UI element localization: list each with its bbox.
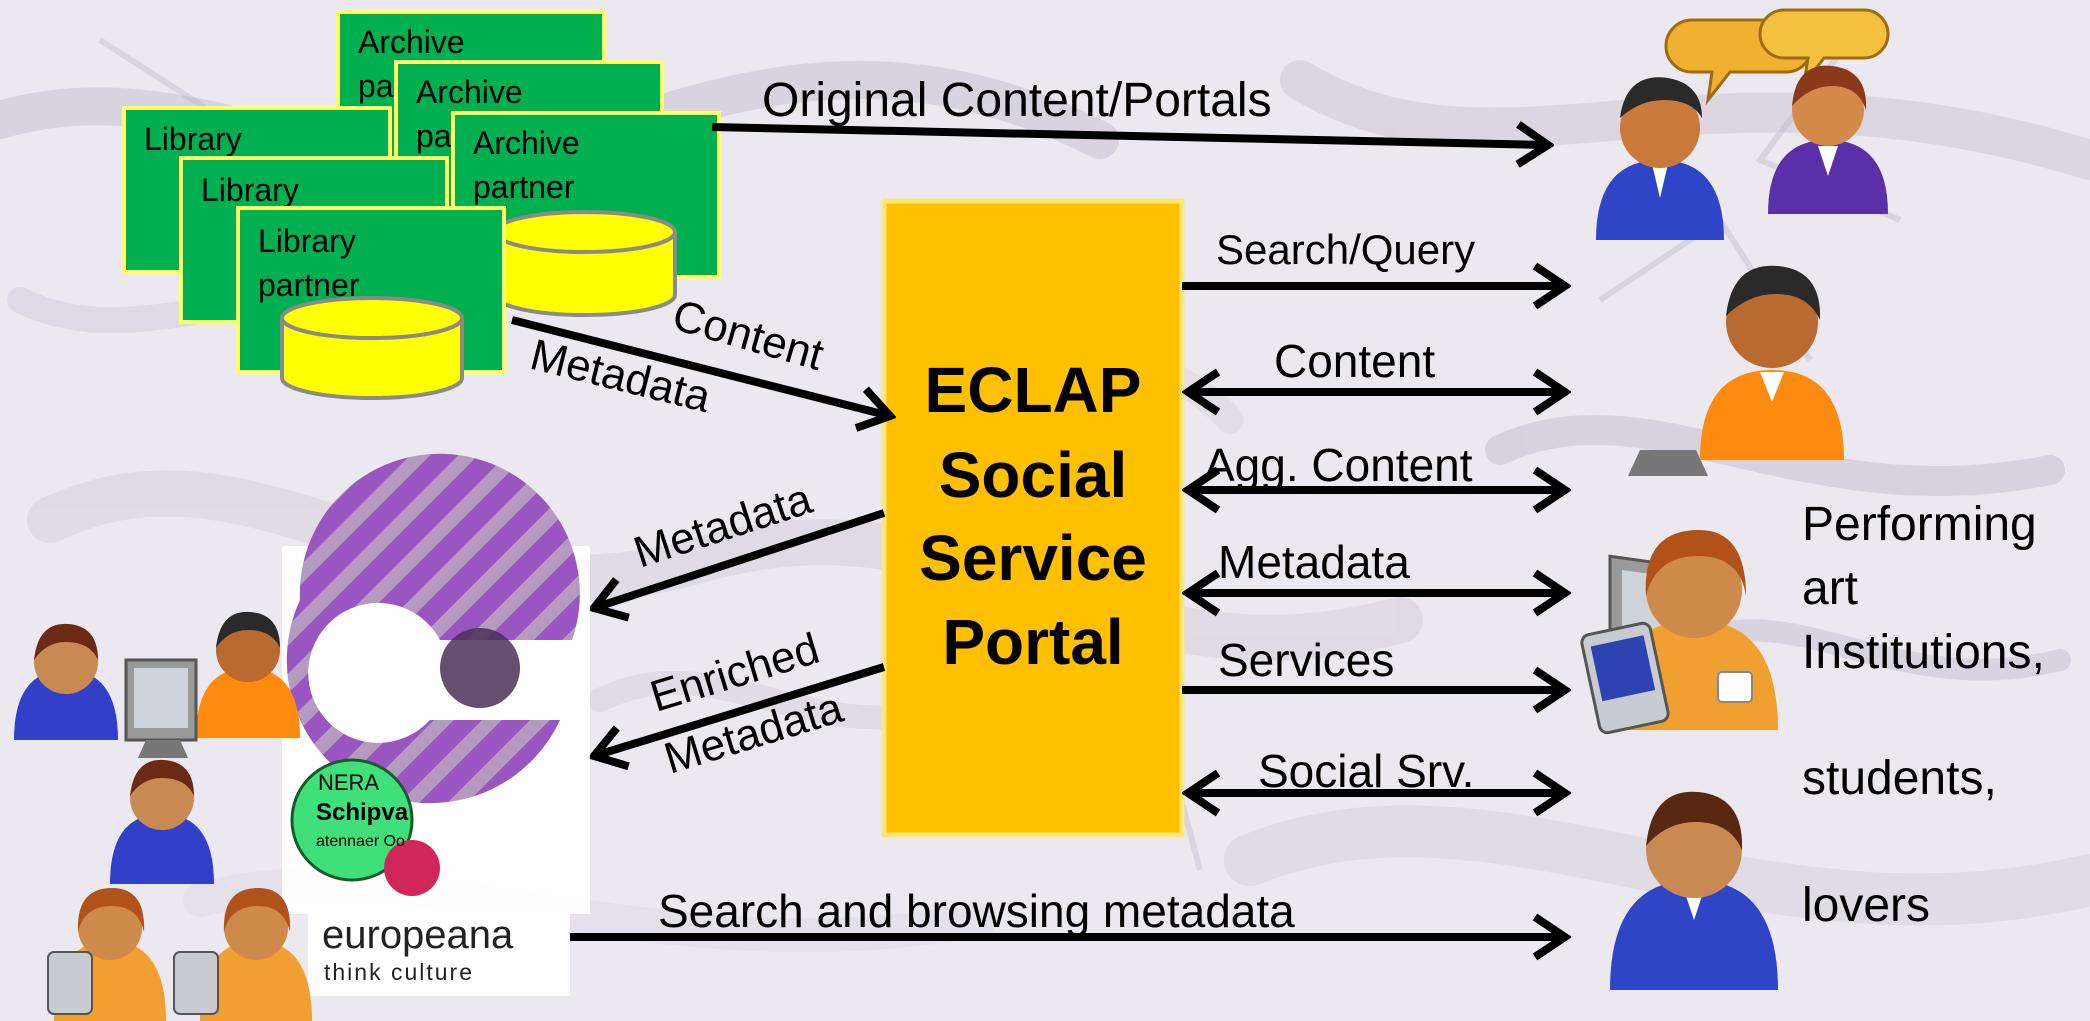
label-agg-content: Agg. Content [1204,439,1473,491]
thumb-text-line2: Schipva [316,799,409,826]
eclap-portal-box: ECLAP Social Service Portal [881,198,1185,838]
user-pda-icon [1580,529,1778,735]
label-services: Services [1218,634,1394,686]
arrow-original-content [711,127,1548,145]
label-search-query: Search/Query [1216,226,1475,273]
label-social-srv: Social Srv. [1258,745,1474,797]
label-metadata: Metadata [1218,536,1410,588]
audience-line4: students, [1802,752,1997,805]
database-cylinder [280,296,464,400]
user-icon [1610,791,1778,990]
partner-label-line2: partner [258,267,360,303]
portal-title-line1: ECLAP [925,354,1142,426]
portal-title-line3: Service [919,522,1147,594]
audience-line5: lovers [1802,879,1930,932]
database-cylinder [493,210,677,317]
partner-label-line2: partner [473,169,575,205]
partner-label-line1: Library [258,223,356,259]
partner-label-line1: Archive [416,74,523,110]
europeana-logo: NERA Schipva atennaer Oo europeana think… [282,453,590,996]
audience-label: Performing art Institutions, students, l… [1802,498,2045,932]
arrow-enriched-metadata [594,663,886,756]
audience-line2: art [1802,562,1858,615]
arrow-metadata-to-europeana [594,509,886,608]
portal-title-line2: Social [939,439,1128,511]
thumb-text-line3: atennaer Oo [316,833,405,850]
thumb-text-line1: NERA [318,770,379,795]
audience-line1: Performing [1802,498,2037,551]
arrow-content-metadata-in [511,316,890,416]
label-content: Content [1274,335,1435,387]
portal-title-line4: Portal [942,606,1123,678]
partner-label-line1: Archive [358,24,465,60]
user-group-icon [14,611,312,1021]
users-chat-icon [1596,8,1890,240]
partner-label-line1: Library [144,121,242,157]
audience-line3: Institutions, [1802,626,2045,679]
label-original-content: Original Content/Portals [762,74,1272,127]
label-search-browsing: Search and browsing metadata [658,885,1295,937]
europeana-tagline: think culture [324,959,474,985]
partner-label-line1: Library [201,172,299,208]
partner-label-line1: Archive [473,125,580,161]
europeana-logo-text: europeana [322,913,514,957]
library-partner-box-3: Library partner [236,206,506,400]
